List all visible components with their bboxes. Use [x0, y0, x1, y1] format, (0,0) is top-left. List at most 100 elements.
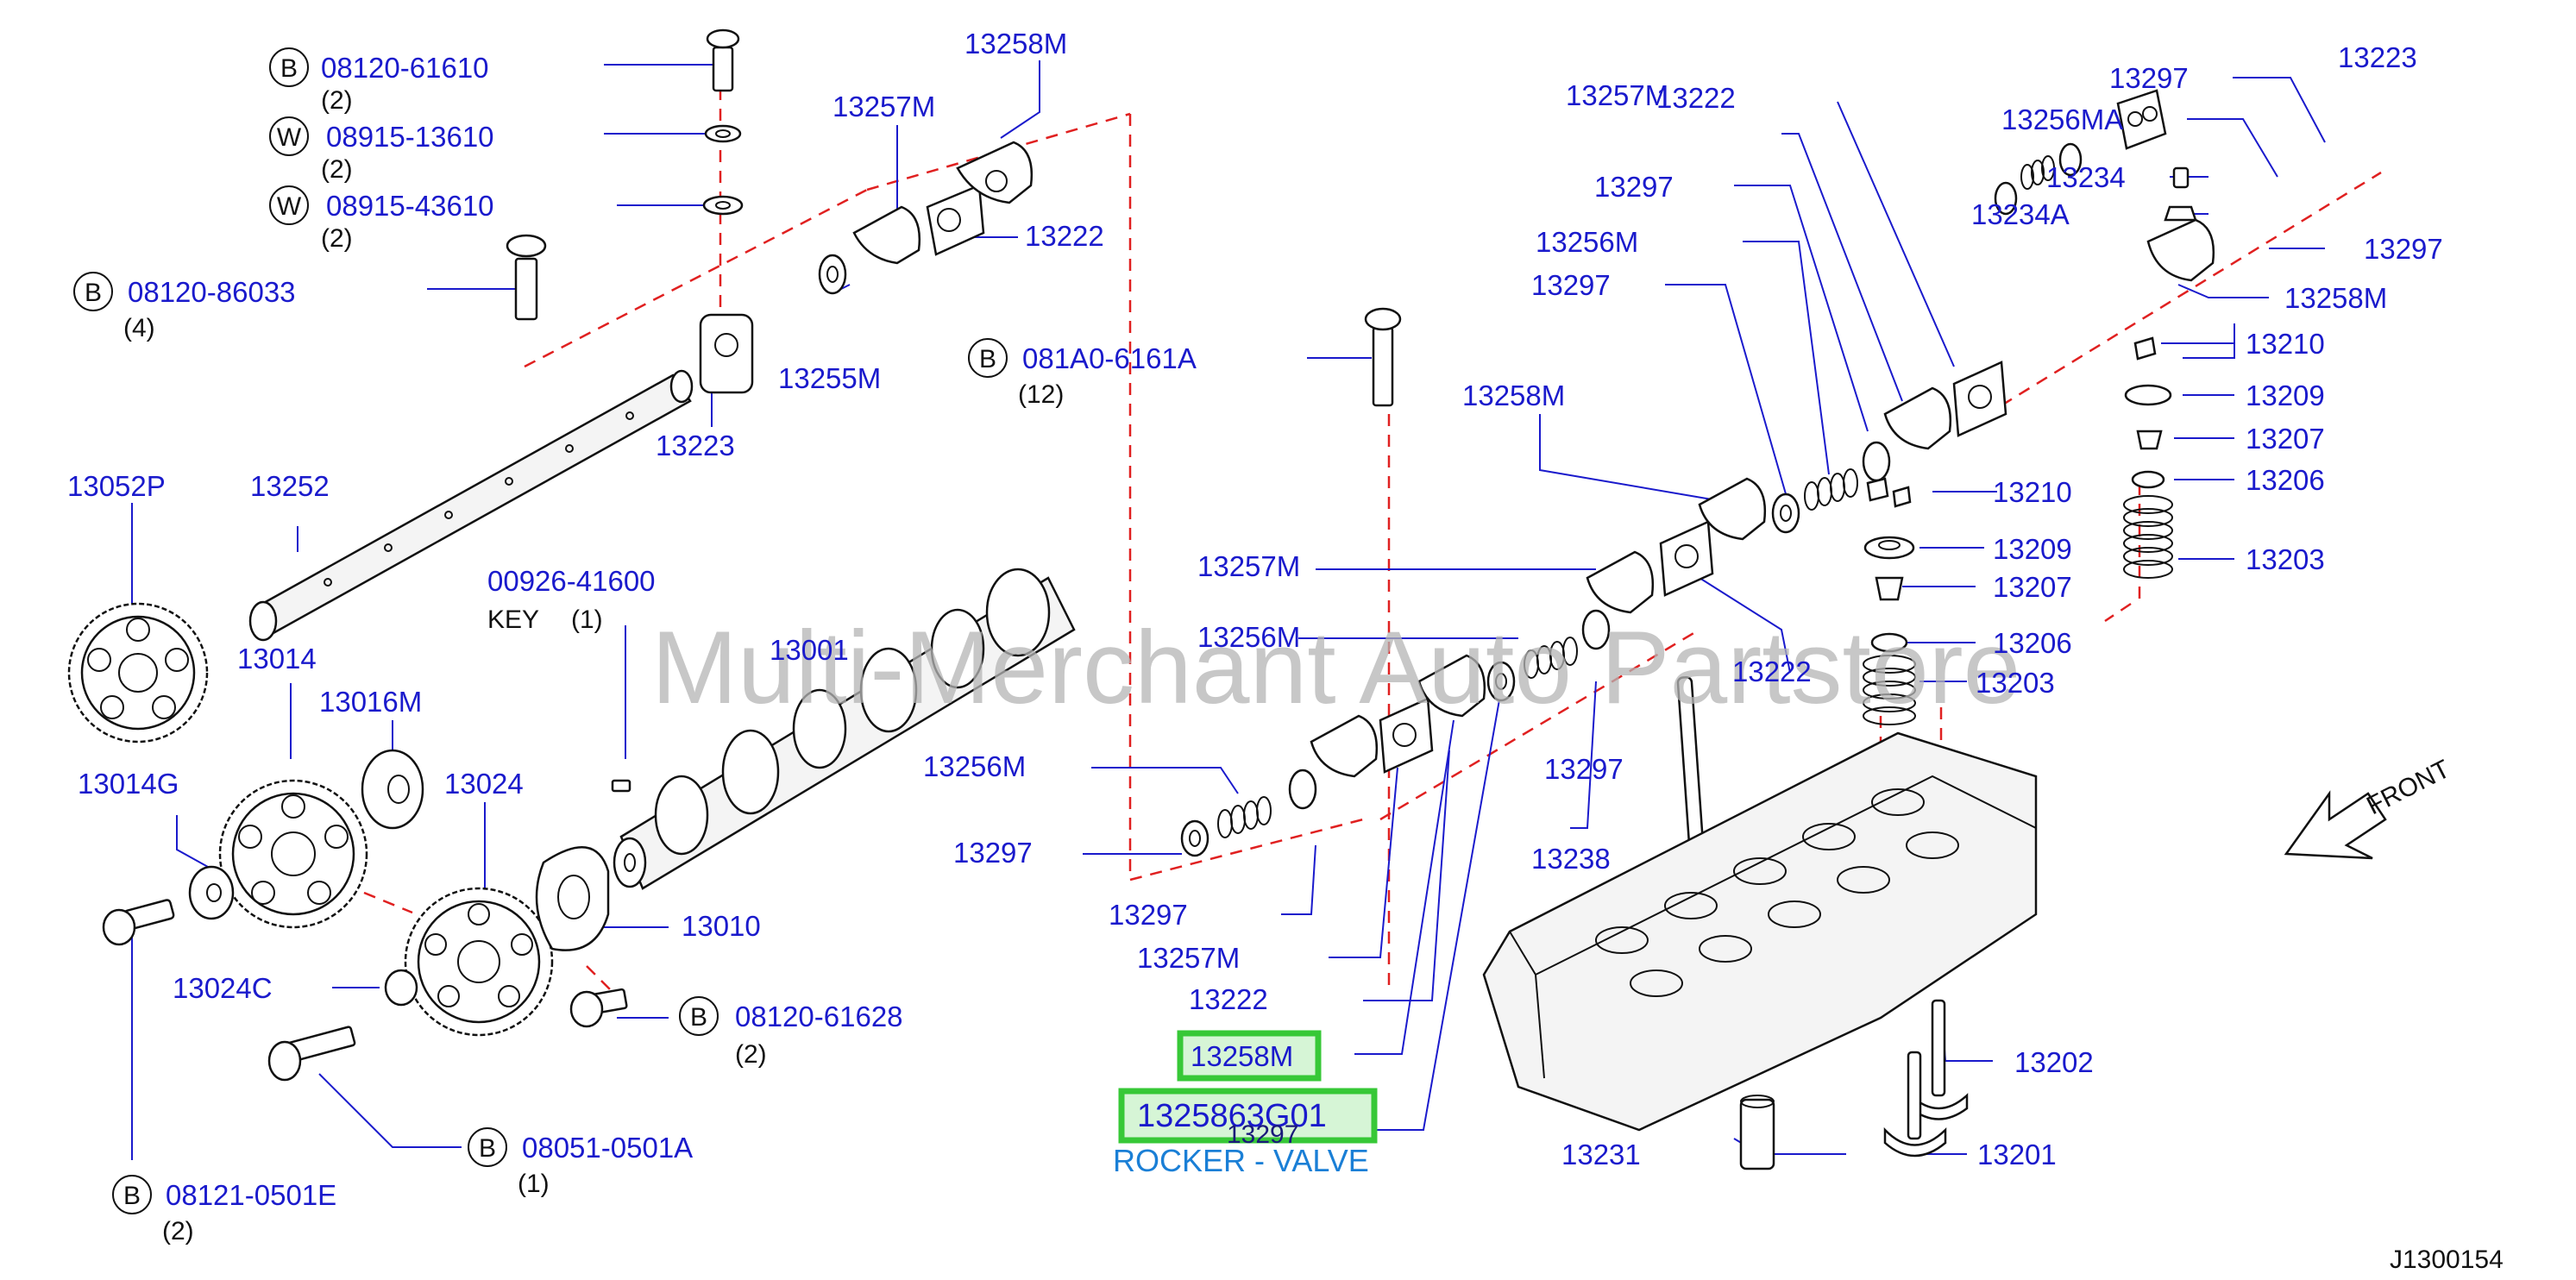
part-label[interactable]: 13222: [1025, 220, 1104, 252]
part-label[interactable]: 13203: [2246, 543, 2325, 575]
key-name: KEY: [487, 605, 539, 634]
callout-letter: W: [277, 123, 302, 152]
part-number: 08915-43610: [326, 190, 494, 222]
part-label[interactable]: 13252: [250, 470, 330, 502]
part-label[interactable]: 13223: [2338, 41, 2417, 73]
callout-letter: B: [979, 345, 996, 373]
highlight-box-part: [1177, 1030, 1322, 1082]
part-label[interactable]: 13209: [1993, 533, 2072, 565]
part-label[interactable]: 13052P: [67, 470, 166, 502]
part-label[interactable]: 13209: [2246, 380, 2325, 411]
part-label[interactable]: 13024C: [173, 972, 273, 1004]
part-label[interactable]: 13010: [682, 910, 761, 942]
washer-callout[interactable]: W 08915-13610 (2): [269, 116, 494, 184]
part-label[interactable]: 13258M: [1462, 380, 1565, 411]
quantity: (2): [162, 1217, 194, 1245]
part-label[interactable]: 13210: [1993, 476, 2072, 508]
part-label[interactable]: 13238: [1531, 843, 1611, 875]
part-label[interactable]: 13223: [656, 430, 735, 461]
part-label[interactable]: 13014: [237, 643, 317, 675]
part-label[interactable]: 13206: [2246, 464, 2325, 496]
watermark: Multi-Merchant Auto Partstore: [651, 610, 2020, 725]
part-number: 08120-86033: [128, 276, 296, 308]
bolt-callout[interactable]: B 081A0-6161A (12): [968, 338, 1197, 409]
rocker-stack-art: [1180, 307, 2007, 938]
part-label[interactable]: 13297: [1531, 269, 1611, 301]
part-label[interactable]: 13256M: [1197, 621, 1300, 653]
part-label[interactable]: 13257M: [1137, 942, 1240, 974]
quantity: (1): [571, 605, 603, 634]
part-label[interactable]: 13257M: [1197, 550, 1300, 582]
bolt-callout[interactable]: B 08120-86033 (4): [73, 272, 296, 342]
highlight-part-number[interactable]: 13258M: [1191, 1040, 1293, 1072]
callout-letter: B: [479, 1134, 496, 1163]
part-label[interactable]: 13255M: [778, 362, 881, 394]
part-label[interactable]: 13231: [1561, 1139, 1641, 1170]
highlight-box-number: [1118, 1088, 1378, 1144]
bolt-callouts: B 08120-61610 (2) W 08915-13610 (2) W 08…: [73, 47, 1197, 1245]
part-label[interactable]: 13210: [2246, 328, 2325, 360]
rocker-shaft-assembly-art: [248, 28, 1034, 642]
part-label[interactable]: 13297: [953, 837, 1033, 869]
highlight-overlap-label: 13297: [1227, 1120, 1298, 1149]
part-number: 08051-0501A: [522, 1132, 693, 1164]
part-label[interactable]: 13001: [770, 634, 849, 666]
callout-letter: W: [277, 192, 302, 221]
highlighted-part[interactable]: 13258M 1325863G01 13297 ROCKER - VALVE: [1113, 1030, 1378, 1178]
part-label[interactable]: 13258M: [964, 28, 1067, 60]
camshaft-gears-art: [67, 568, 1076, 1082]
part-label[interactable]: 13257M: [832, 91, 935, 122]
valve-train-art: [1482, 89, 2215, 1170]
part-label[interactable]: 13222: [1732, 656, 1812, 687]
quantity: (12): [1018, 380, 1064, 409]
part-label[interactable]: 13258M: [2284, 282, 2387, 314]
front-label: FRONT: [2362, 755, 2454, 820]
part-label[interactable]: 13256M: [1536, 226, 1638, 258]
part-number: 081A0-6161A: [1022, 342, 1197, 374]
part-label[interactable]: 13234A: [1971, 198, 2070, 230]
part-labels: 13258M 13257M 13222 13255M 13223 13052P …: [67, 28, 2443, 1170]
part-label[interactable]: 13202: [2014, 1046, 2094, 1078]
bolt-callout[interactable]: B 08120-61628 (2): [679, 996, 903, 1069]
part-label[interactable]: 13297: [1109, 899, 1188, 931]
leader-lines: [131, 60, 2326, 1160]
bolt-callout[interactable]: B 08120-61610 (2): [269, 47, 489, 115]
bolt-callout[interactable]: B 08051-0501A (1): [468, 1127, 693, 1198]
part-label[interactable]: 13207: [1993, 571, 2072, 603]
part-number: 08120-61610: [321, 52, 489, 84]
part-label[interactable]: 13203: [1976, 667, 2055, 699]
key-callout[interactable]: 00926-41600 KEY (1): [487, 565, 656, 634]
part-label[interactable]: 13297: [2364, 233, 2443, 265]
part-label[interactable]: 13222: [1189, 983, 1268, 1015]
quantity: (1): [518, 1170, 550, 1198]
part-number: 08120-61628: [735, 1001, 903, 1032]
part-label[interactable]: 13297: [1594, 171, 1674, 203]
part-label[interactable]: 13206: [1993, 627, 2072, 659]
callout-letter: B: [123, 1182, 141, 1210]
quantity: (2): [321, 155, 353, 184]
part-label[interactable]: 13222: [1656, 82, 1736, 114]
front-arrow: FRONT: [2284, 755, 2454, 860]
part-label[interactable]: 13234: [2046, 161, 2126, 193]
part-label[interactable]: 13207: [2246, 423, 2325, 455]
part-number: 00926-41600: [487, 565, 656, 597]
bolt-callout[interactable]: B 08121-0501E (2): [112, 1175, 336, 1245]
part-label[interactable]: 13256M: [923, 750, 1026, 782]
part-label[interactable]: 13297: [1544, 753, 1624, 785]
part-number: 08915-13610: [326, 121, 494, 153]
part-label[interactable]: 13297: [2109, 62, 2189, 94]
part-label[interactable]: 13014G: [78, 768, 179, 800]
quantity: (4): [123, 314, 155, 342]
highlight-catalog-number[interactable]: 1325863G01: [1137, 1098, 1327, 1134]
highlight-description: ROCKER - VALVE: [1113, 1143, 1369, 1178]
part-label[interactable]: 13016M: [319, 686, 422, 718]
quantity: (2): [321, 86, 353, 115]
part-label[interactable]: 13024: [444, 768, 524, 800]
part-label[interactable]: 13201: [1977, 1139, 2057, 1170]
callout-letter: B: [85, 279, 102, 307]
part-label[interactable]: 13256MA: [2001, 104, 2123, 135]
washer-callout[interactable]: W 08915-43610 (2): [269, 185, 494, 253]
part-label[interactable]: 13257M: [1566, 79, 1668, 111]
callout-letter: B: [280, 54, 298, 83]
